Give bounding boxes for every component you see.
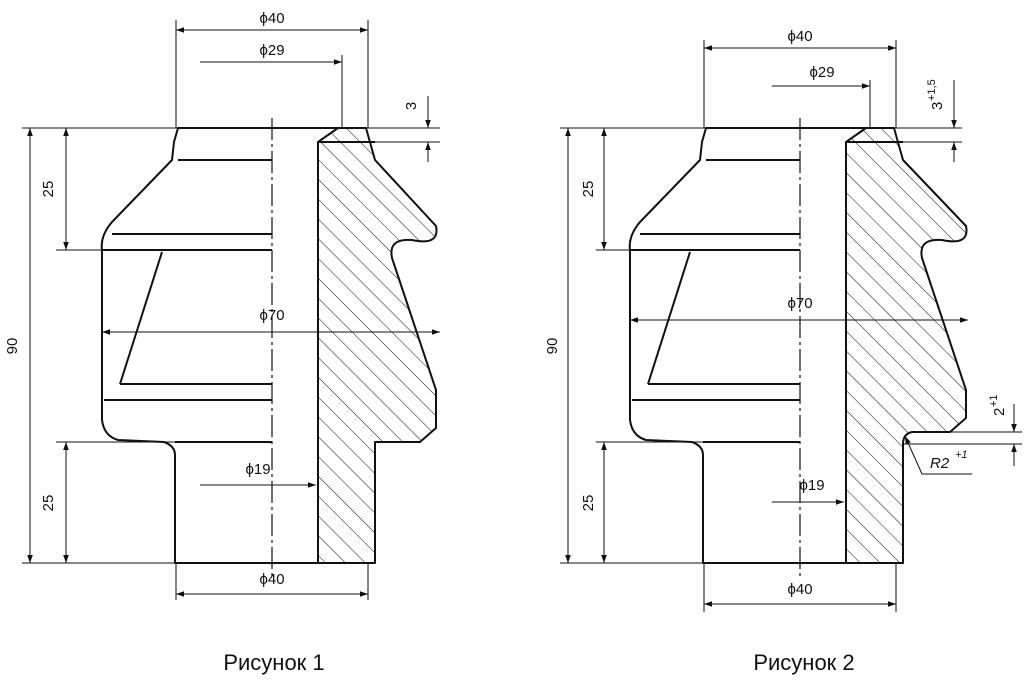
section-hatch-1 (318, 128, 437, 563)
taper-line-2 (647, 251, 691, 385)
dim-radius-2: R2 (930, 455, 950, 472)
dim-h-bottom-1: 25 (40, 495, 57, 512)
dim-d-inner-1: ϕ19 (245, 461, 270, 478)
radius-leader-2 (904, 435, 923, 475)
dim-d-inner-2: ϕ19 (799, 477, 824, 494)
flange-lines-2 (630, 141, 903, 443)
caption-2: Рисунок 2 (753, 650, 854, 675)
dim-d-mid-2: ϕ70 (787, 295, 812, 312)
body-outline-2 (628, 127, 968, 564)
dim-d-bottom-1: ϕ40 (259, 571, 284, 588)
dim-h-groove-tol-2: +1 (988, 394, 1000, 407)
taper-line-1 (119, 251, 163, 385)
dim-d-bottom-2: ϕ40 (787, 581, 812, 598)
dim-h-bottom-2: 25 (580, 495, 597, 512)
body-outline-1 (100, 127, 438, 564)
dim-h-total-2: 90 (544, 338, 561, 355)
dim-d-mid-1: ϕ70 (259, 307, 284, 324)
figure-1: ϕ40 ϕ29 3 90 25 25 ϕ70 ϕ19 ϕ40 (4, 10, 440, 675)
dim-h-groove-2: 2 (991, 408, 1008, 416)
dim-h-step-2: 3 (929, 102, 946, 110)
dim-radius-tol-2: +1 (955, 449, 968, 461)
dim-d-top-2: ϕ40 (787, 28, 812, 45)
dim-d-bore-2: ϕ29 (809, 64, 834, 81)
figure-2: ϕ40 ϕ29 3 +1,5 90 25 25 ϕ70 (544, 28, 1022, 675)
dim-h-top-1: 25 (40, 181, 57, 198)
dim-d-bore-1: ϕ29 (259, 42, 284, 59)
dim-d-top-1: ϕ40 (259, 10, 284, 27)
dim-h-top-2: 25 (580, 181, 597, 198)
section-hatch-2 (846, 128, 967, 563)
dim-h-total-1: 90 (4, 338, 21, 355)
caption-1: Рисунок 1 (223, 650, 324, 675)
dim-h-step-1: 3 (403, 102, 420, 110)
flange-lines-1 (102, 141, 375, 443)
dim-h-step-tol-2: +1,5 (926, 79, 938, 101)
